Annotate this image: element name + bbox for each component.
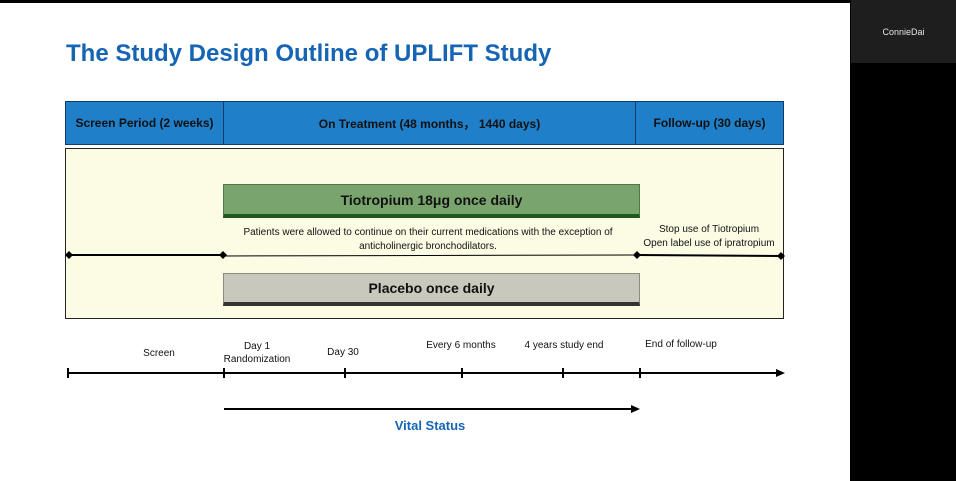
video-side-panel: [850, 0, 956, 481]
participant-name: ConnieDai: [882, 26, 925, 37]
phase-follow-up: Follow-up (30 days): [635, 101, 784, 145]
follow-up-note-line1: Stop use of Tiotropium: [658, 224, 760, 235]
timeline-label-day1: Day 1 Randomization: [212, 340, 302, 366]
timeline-label-day1-line2: Randomization: [223, 354, 291, 365]
phase-on-treatment: On Treatment (48 months， 1440 days): [223, 101, 636, 145]
diamond-marker: [65, 251, 73, 259]
medication-note-line1: Patients were allowed to continue on the…: [243, 227, 613, 238]
phase-screen-period: Screen Period (2 weeks): [65, 101, 224, 145]
timeline-label-every-6-months: Every 6 months: [426, 340, 496, 351]
treatment-phase-line: [222, 254, 638, 257]
timeline-label-end-of-follow-up: End of follow-up: [645, 339, 717, 350]
timeline-label-4-years-end: 4 years study end: [524, 340, 604, 351]
timeline-label-day1-line1: Day 1: [243, 341, 271, 352]
diamond-marker: [777, 252, 785, 260]
vital-status-label: Vital Status: [394, 418, 466, 433]
placebo-arm-bar: Placebo once daily: [223, 273, 640, 306]
slide-title: The Study Design Outline of UPLIFT Study: [66, 40, 552, 67]
follow-up-note-line2: Open label use of ipratropium: [643, 238, 775, 249]
vital-status-arrowhead: [631, 405, 640, 413]
tiotropium-arm-bar: Tiotropium 18μg once daily: [223, 184, 640, 218]
timeline-label-day30: Day 30: [327, 347, 359, 358]
medication-note-line2: anticholinergic bronchodilators.: [359, 241, 497, 252]
follow-up-note: Stop use of Tiotropium Open label use of…: [636, 223, 782, 251]
medication-note: Patients were allowed to continue on the…: [223, 226, 633, 254]
timeline-arrowhead: [776, 369, 785, 377]
timeline-label-screen: Screen: [143, 348, 175, 359]
diamond-marker: [219, 251, 227, 259]
diamond-marker: [633, 251, 641, 259]
follow-up-phase-line: [636, 254, 782, 257]
participant-tile[interactable]: ConnieDai: [851, 0, 956, 63]
